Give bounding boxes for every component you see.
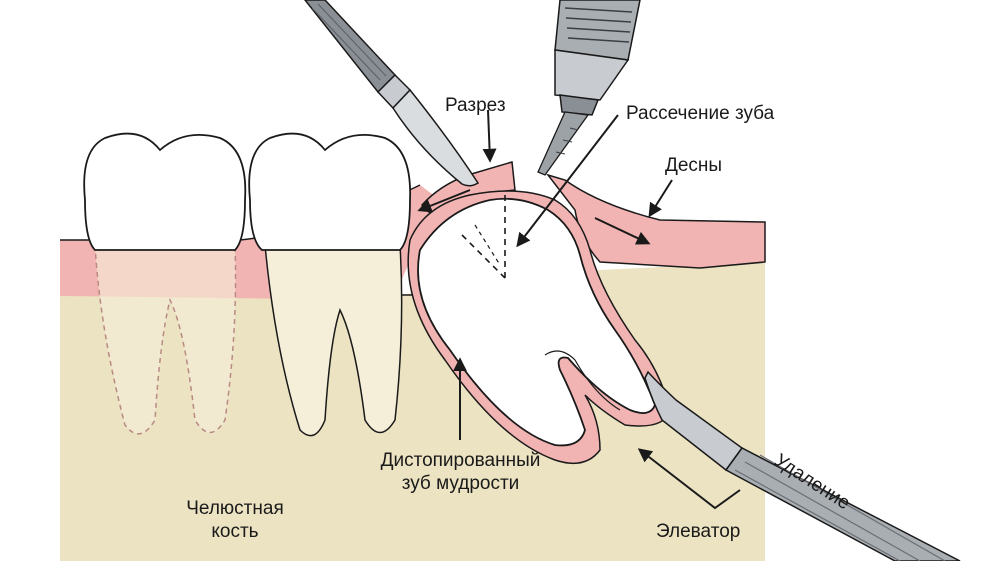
arrow-incision: [482, 109, 497, 163]
arrow-flap-right: [594, 217, 651, 245]
arrow-elevator: [637, 448, 741, 510]
label-impacted-tooth: Дистопированный зуб мудрости: [338, 450, 583, 496]
tooth-1-crown: [83, 132, 247, 251]
arrow-flap-left: [417, 189, 471, 213]
tooth-2-crown: [248, 132, 411, 251]
tooth-2-roots: [264, 244, 403, 437]
arrow-gums: [648, 179, 673, 218]
label-impacted-tooth-line1: Дистопированный: [380, 450, 541, 471]
dental-elevator-icon: [644, 370, 961, 562]
arrow-sectioning: [516, 114, 619, 248]
impacted-wisdom-tooth: [417, 197, 656, 447]
label-elevator: Элеватор: [656, 521, 741, 542]
label-jaw-bone-line2: кость: [211, 520, 259, 542]
label-tooth-sectioning: Рассечение зуба: [626, 103, 775, 124]
label-impacted-tooth-line2: зуб мудрости: [401, 472, 520, 494]
dental-drill-icon: [537, 0, 641, 176]
label-gums: Десны: [665, 155, 723, 176]
label-jaw-bone: Челюстная кость: [160, 498, 310, 544]
label-incision: Разрез: [445, 95, 506, 116]
label-jaw-bone-line1: Челюстная: [186, 498, 284, 519]
scalpel-icon: [304, 0, 480, 187]
tooth-1-roots: [94, 244, 237, 435]
